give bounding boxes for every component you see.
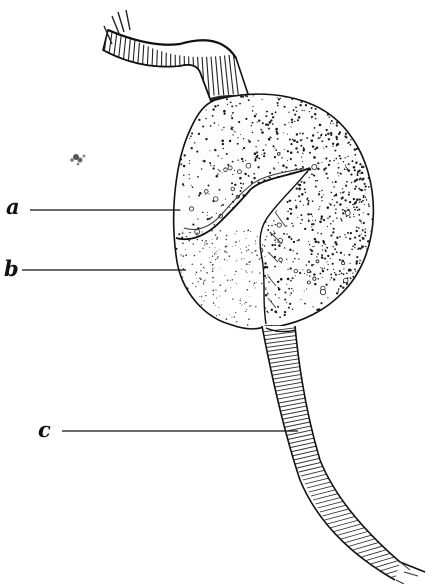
label-a: a xyxy=(6,194,20,219)
lower-stalk xyxy=(261,326,425,584)
upper-stalk xyxy=(103,10,252,104)
sac-body xyxy=(169,89,386,331)
label-c: c xyxy=(38,417,51,442)
ink-blot xyxy=(70,154,85,165)
label-b: b xyxy=(4,256,19,281)
